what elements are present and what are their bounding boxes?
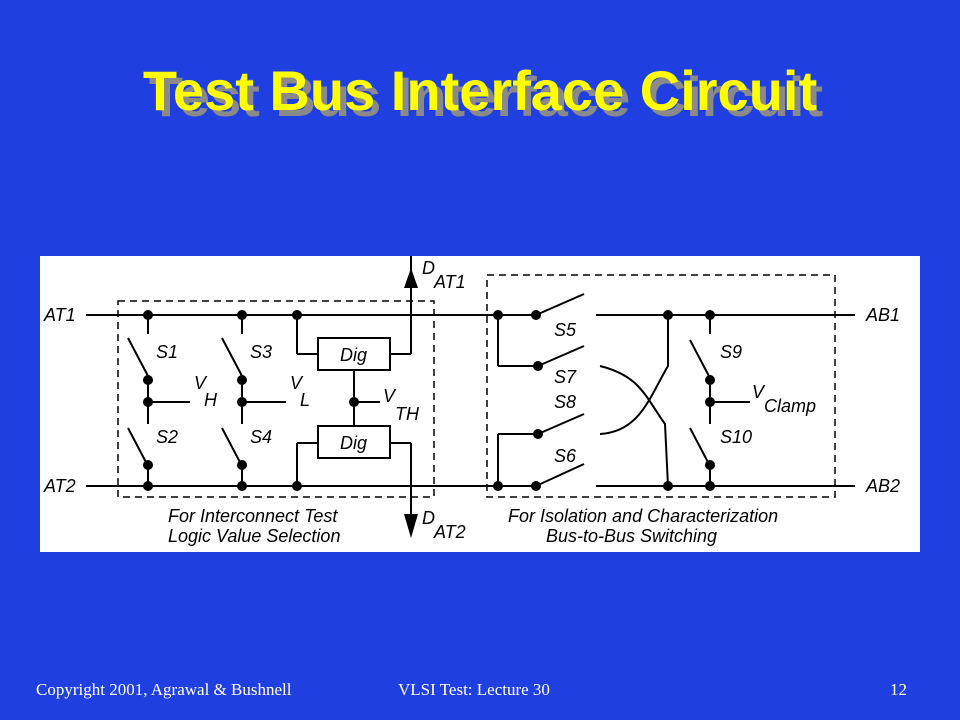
junction-dot [705, 481, 715, 491]
switch-s4 [221, 402, 243, 486]
junction-dot [533, 429, 543, 439]
junction-dot [292, 310, 302, 320]
caption-right-line2: Bus-to-Bus Switching [546, 526, 717, 546]
junction-dot [493, 310, 503, 320]
footer-lecture: VLSI Test: Lecture 30 [398, 680, 550, 699]
dig-box-bottom-label: Dig [340, 433, 367, 453]
switch-s4-label: S4 [250, 427, 272, 447]
terminal-ab1-label: AB1 [865, 305, 900, 325]
junction-dot [292, 481, 302, 491]
junction-dot [143, 310, 153, 320]
bus-switching-wiring [497, 293, 750, 487]
junction-dot [705, 397, 715, 407]
isolation-section-box [486, 274, 836, 498]
junction-dot [705, 375, 715, 385]
voltage-vclamp-sub: Clamp [764, 396, 816, 416]
junction-dot [143, 375, 153, 385]
terminal-ab2-label: AB2 [865, 476, 900, 496]
junction-dot [531, 481, 541, 491]
junction-dot [663, 481, 673, 491]
junction-dot [143, 481, 153, 491]
footer-page-number: 12 [890, 680, 907, 699]
junction-dot [533, 361, 543, 371]
dat2-main: D [422, 508, 435, 528]
junction-dot [237, 375, 247, 385]
switch-s7-label: S7 [554, 367, 577, 387]
voltage-vth-sub: TH [395, 404, 420, 424]
junction-dot [237, 481, 247, 491]
dig-box-bottom [317, 425, 391, 459]
voltage-vth-main: V [383, 386, 397, 406]
junction-dot [663, 310, 673, 320]
voltage-vh-main: V [194, 373, 208, 393]
slide-title: Test Bus Interface Circuit [142, 59, 818, 122]
circuit-diagram: AT1 AT2 AB1 AB2 S1 S2 V H [40, 256, 920, 552]
junction-dot [237, 460, 247, 470]
terminal-at1-label: AT1 [43, 305, 76, 325]
terminal-at2-label: AT2 [43, 476, 76, 496]
switch-s2-label: S2 [156, 427, 178, 447]
junction-dot [531, 310, 541, 320]
switch-s8-label: S8 [554, 392, 576, 412]
switch-s6-label: S6 [554, 446, 577, 466]
switch-s3 [221, 315, 243, 402]
junction-dot [237, 310, 247, 320]
footer-copyright: Copyright 2001, Agrawal & Bushnell [36, 680, 292, 699]
voltage-vclamp-main: V [752, 382, 766, 402]
switch-s5-label: S5 [554, 320, 577, 340]
dig-box-top-label: Dig [340, 345, 367, 365]
caption-left-line2: Logic Value Selection [168, 526, 340, 546]
voltage-vl-sub: L [300, 390, 310, 410]
junction-dot [705, 460, 715, 470]
switch-s9-label: S9 [720, 342, 742, 362]
dig-box-top [317, 337, 391, 371]
voltage-vl-main: V [290, 373, 304, 393]
dat2-sub: AT2 [433, 522, 466, 542]
voltage-vh-sub: H [204, 390, 218, 410]
interconnect-test-section-box [117, 300, 435, 498]
dat1-main: D [422, 258, 435, 278]
dat2-arrow [404, 514, 418, 538]
junction-dot [143, 460, 153, 470]
switch-s3-label: S3 [250, 342, 272, 362]
junction-dot [705, 310, 715, 320]
caption-left-line1: For Interconnect Test [168, 506, 338, 526]
switch-s10-label: S10 [720, 427, 752, 447]
dat1-sub: AT1 [433, 272, 466, 292]
junction-dot [493, 481, 503, 491]
junction-dot [349, 397, 359, 407]
caption-right-line1: For Isolation and Characterization [508, 506, 778, 526]
switch-s1 [127, 315, 149, 402]
switch-s1-label: S1 [156, 342, 178, 362]
switch-s2 [127, 402, 149, 486]
